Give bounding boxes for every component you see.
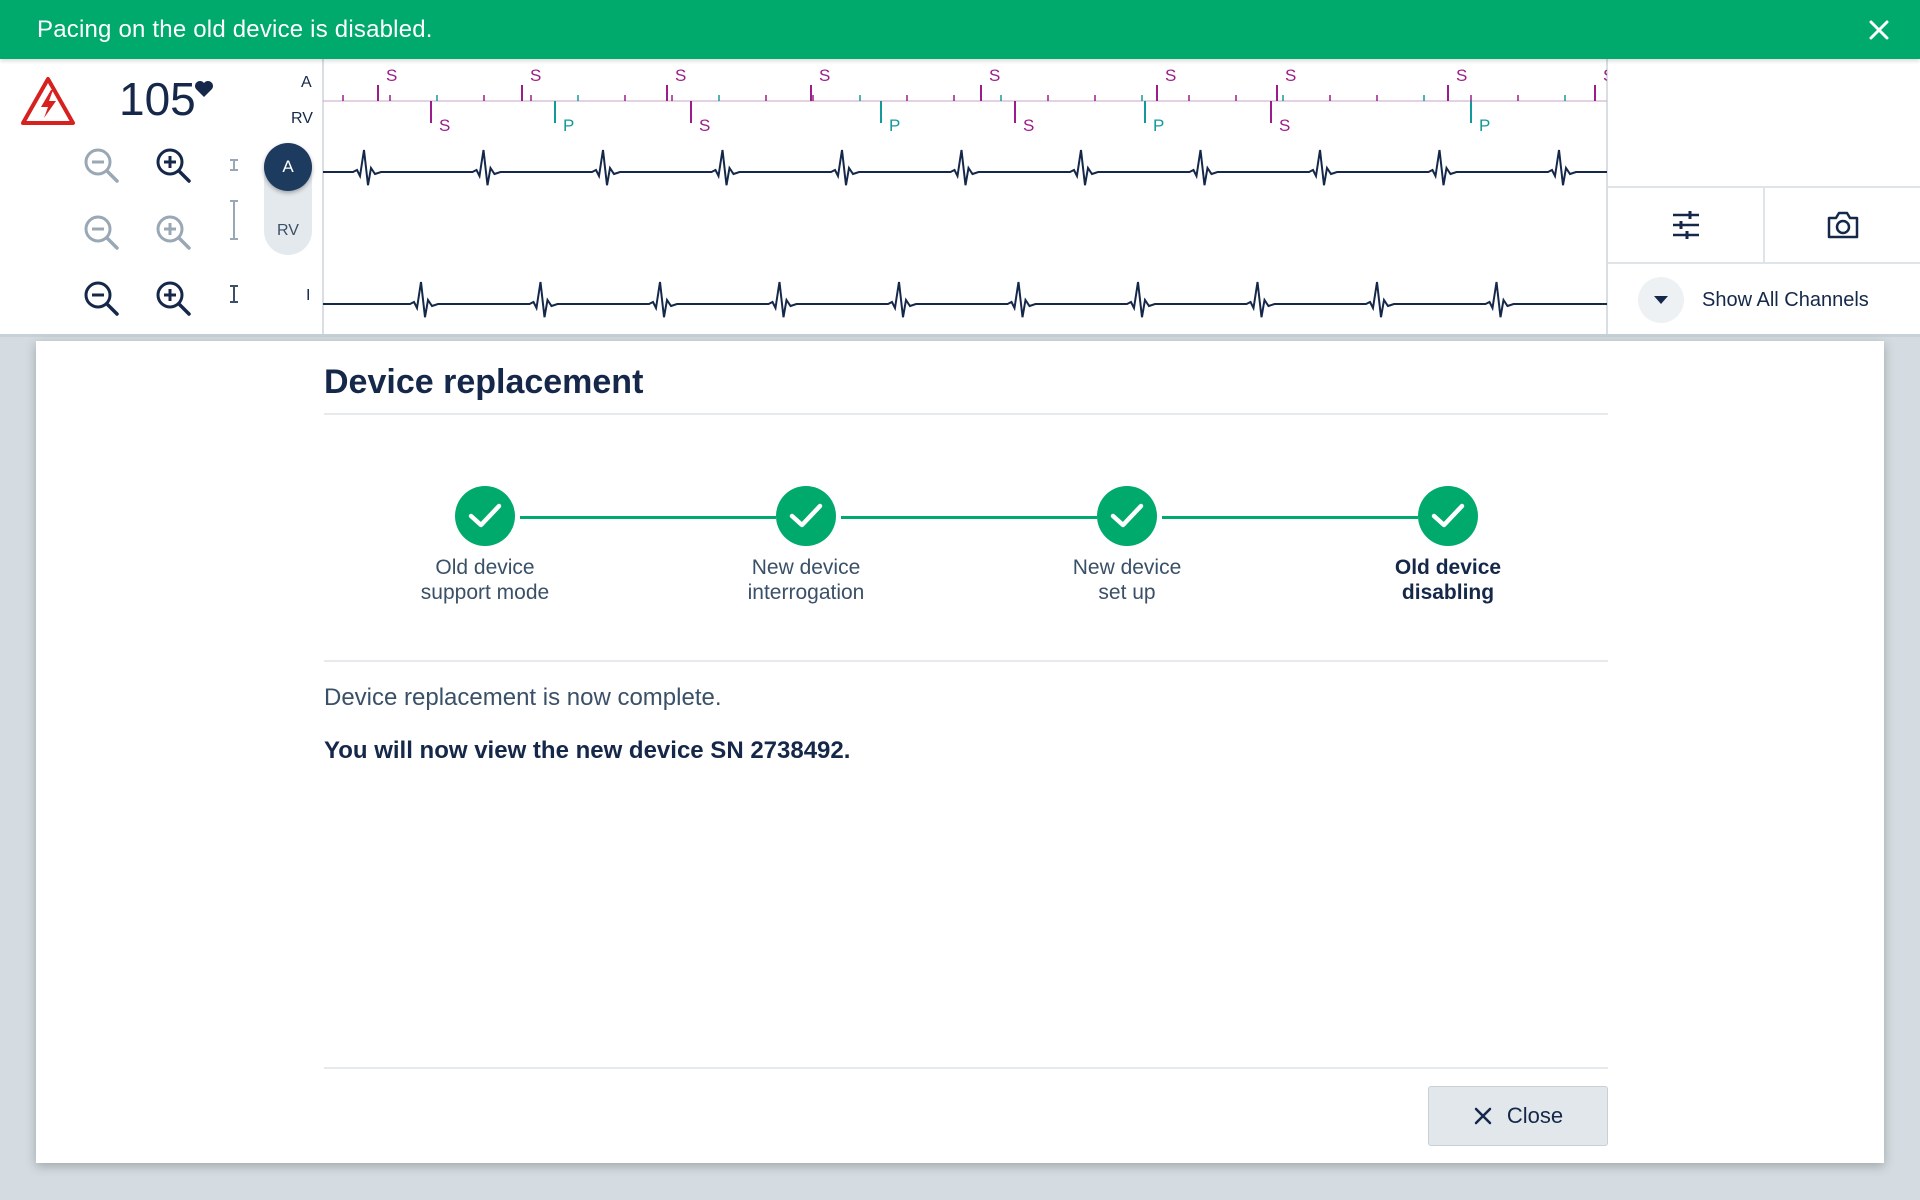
- ventricular-marker-label: S: [1023, 116, 1034, 135]
- show-all-channels-label: Show All Channels: [1702, 288, 1869, 311]
- heart-rate-value: 105: [119, 73, 196, 125]
- ecg-strip: S S S S S S S S S S P S P S P S P: [323, 66, 1607, 318]
- step-label-line: Old device: [1394, 556, 1502, 579]
- step-complete-check-icon: [776, 486, 836, 546]
- panel-divider: [1763, 188, 1765, 262]
- step-label: New device set up: [1027, 555, 1227, 605]
- dialog-title: Device replacement: [324, 363, 644, 401]
- device-replacement-dialog: Device replacement Old device support mo…: [36, 341, 1884, 1163]
- atrial-marker-label: S: [1456, 66, 1467, 85]
- channel-label-ecg: I: [306, 287, 311, 304]
- camera-icon: [1827, 211, 1858, 239]
- strip-border: [1606, 59, 1608, 336]
- ventricular-marker-label: P: [1153, 116, 1164, 135]
- heart-icon: [195, 81, 213, 97]
- step-complete-check-icon: [455, 486, 515, 546]
- new-device-message: You will now view the new device SN 2738…: [324, 737, 851, 764]
- atrial-marker-label: S: [386, 66, 397, 85]
- atrial-marker-label: S: [675, 66, 686, 85]
- ventricular-marker-label: S: [1279, 116, 1290, 135]
- completion-message: Device replacement is now complete.: [324, 684, 722, 711]
- step-label-line: support mode: [420, 581, 550, 604]
- step-label-line: interrogation: [747, 581, 865, 604]
- step-label: Old device support mode: [385, 555, 585, 605]
- atrial-marker-label: S: [989, 66, 1000, 85]
- ventricular-marker-label: P: [563, 116, 574, 135]
- ventricular-marker-label: S: [439, 116, 450, 135]
- strip-border: [322, 59, 324, 336]
- zoom-in-icon[interactable]: [153, 145, 193, 185]
- chevron-down-icon: [1638, 277, 1684, 323]
- atrial-marker-label: S: [1285, 66, 1296, 85]
- channel-rv-button[interactable]: RV: [277, 222, 299, 239]
- ecg-monitor: [0, 59, 1920, 336]
- atrial-marker-label: S: [1603, 66, 1607, 85]
- step-complete-check-icon: [1097, 486, 1157, 546]
- amplitude-large-icon[interactable]: [227, 200, 241, 240]
- step-connector: [520, 516, 776, 519]
- settings-button[interactable]: [1608, 188, 1763, 262]
- step-label-line: disabling: [1401, 581, 1495, 604]
- panel-divider: [1608, 186, 1920, 188]
- step-connector: [841, 516, 1097, 519]
- divider: [324, 1067, 1608, 1069]
- zoom-out-icon[interactable]: [81, 145, 121, 185]
- step-label-line: set up: [1098, 581, 1156, 604]
- shock-alert-icon: [21, 77, 75, 125]
- channel-a-button[interactable]: A: [264, 143, 312, 191]
- zoom-in-icon[interactable]: [153, 278, 193, 318]
- close-icon: [1474, 1107, 1492, 1125]
- camera-button[interactable]: [1765, 188, 1920, 262]
- notification-text: Pacing on the old device is disabled.: [37, 15, 433, 43]
- step-connector: [1162, 516, 1418, 519]
- ventricular-marker-label: S: [699, 116, 710, 135]
- amplitude-medium-icon[interactable]: [227, 285, 241, 303]
- step-label-line: New device: [1072, 556, 1182, 579]
- close-button-label: Close: [1506, 1103, 1564, 1128]
- ventricular-marker-label: P: [889, 116, 900, 135]
- atrial-marker-label: S: [530, 66, 541, 85]
- close-button[interactable]: Close: [1428, 1086, 1608, 1146]
- atrial-marker-label: S: [819, 66, 830, 85]
- step-label-line: New device: [751, 556, 861, 579]
- notification-banner: Pacing on the old device is disabled.: [0, 0, 1920, 59]
- show-all-channels-button[interactable]: Show All Channels: [1638, 276, 1869, 324]
- channel-label-a: A: [301, 74, 312, 91]
- monitor-divider: [0, 334, 1920, 337]
- step-label: New device interrogation: [706, 555, 906, 605]
- step-label-active: Old device disabling: [1348, 555, 1548, 605]
- sliders-icon: [1672, 211, 1699, 239]
- zoom-out-icon[interactable]: [81, 212, 121, 252]
- divider: [324, 413, 1608, 415]
- close-icon[interactable]: [1864, 15, 1894, 45]
- zoom-out-icon[interactable]: [81, 278, 121, 318]
- atrial-marker-label: S: [1165, 66, 1176, 85]
- step-complete-check-icon: [1418, 486, 1478, 546]
- amplitude-small-icon[interactable]: [227, 159, 241, 171]
- step-label-line: Old device: [435, 556, 535, 579]
- channel-label-rv: RV: [291, 110, 313, 127]
- zoom-in-icon[interactable]: [153, 212, 193, 252]
- ventricular-marker-label: P: [1479, 116, 1490, 135]
- divider: [324, 660, 1608, 662]
- panel-divider: [1608, 262, 1920, 264]
